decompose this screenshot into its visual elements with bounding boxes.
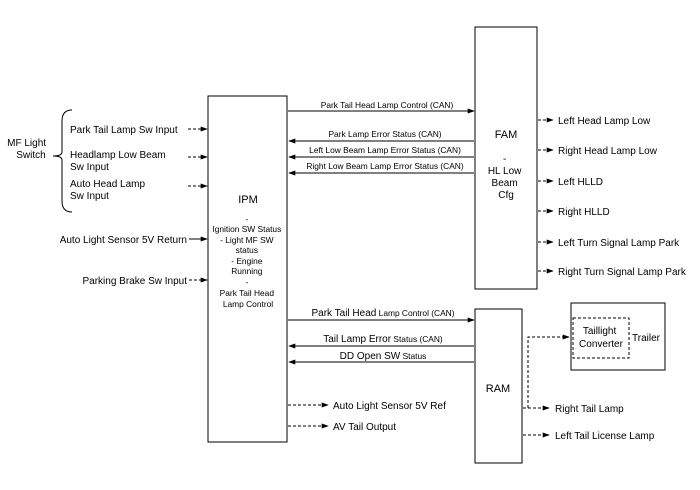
left-low-beam-error-label: Left Low Beam Lamp Error Status (CAN) xyxy=(309,145,461,155)
ipm-module: IPM - Ignition SW Status - Light MF SW s… xyxy=(60,95,446,443)
fam-notes: - HL Low Beam Cfg xyxy=(488,154,524,201)
auto-head-lamp-sw-input-label: Auto Head Lamp Sw Input xyxy=(70,179,148,202)
left-tail-license-lamp-label: Left Tail License Lamp xyxy=(555,431,655,442)
left-turn-signal-lamp-park-label: Left Turn Signal Lamp Park xyxy=(558,238,680,249)
ipm-notes: - Ignition SW Status - Light MF SW statu… xyxy=(212,214,283,309)
ipm-title: IPM xyxy=(238,194,258,206)
trailer-feed-arrow xyxy=(527,334,570,408)
right-head-lamp-low-label: Right Head Lamp Low xyxy=(558,146,658,157)
trailer-title: Trailer xyxy=(632,333,661,344)
right-hlld-label: Right HLLD xyxy=(558,207,610,218)
ipm-fam-signals: Park Tail Head Lamp Control (CAN) Park L… xyxy=(288,100,475,176)
auto-light-sensor-5v-ref-label: Auto Light Sensor 5V Ref xyxy=(333,401,446,412)
parking-brake-sw-input-label: Parking Brake Sw Input xyxy=(83,276,188,287)
park-lamp-error-label: Park Lamp Error Status (CAN) xyxy=(328,129,441,139)
ram-park-tail-control-label: Park Tail Head Lamp Control (CAN) xyxy=(311,308,454,319)
fam-park-tail-control-label: Park Tail Head Lamp Control (CAN) xyxy=(321,100,454,110)
dd-open-sw-status-label: DD Open SW Status xyxy=(340,351,427,362)
taillight-converter-box xyxy=(572,317,630,359)
ipm-box xyxy=(207,95,288,443)
ipm-ram-signals: Park Tail Head Lamp Control (CAN) Tail L… xyxy=(288,308,475,365)
fam-title: FAM xyxy=(495,129,518,141)
right-tail-lamp-label: Right Tail Lamp xyxy=(555,404,624,415)
park-tail-lamp-sw-input-label: Park Tail Lamp Sw Input xyxy=(70,125,178,136)
right-low-beam-error-label: Right Low Beam Lamp Error Status (CAN) xyxy=(306,161,464,171)
auto-light-sensor-5v-return-label: Auto Light Sensor 5V Return xyxy=(60,235,187,246)
ram-title: RAM xyxy=(486,383,510,395)
right-turn-signal-lamp-park-label: Right Turn Signal Lamp Park xyxy=(558,267,687,278)
ram-box xyxy=(474,308,523,464)
mf-light-switch-label: MF Light Switch xyxy=(7,138,49,161)
fam-module: FAM - HL Low Beam Cfg Left Head Lamp Low… xyxy=(474,26,687,290)
taillight-converter-label: Taillight Converter xyxy=(579,326,624,350)
left-hlld-label: Left HLLD xyxy=(558,177,603,188)
switch-brace xyxy=(52,109,73,213)
left-head-lamp-low-label: Left Head Lamp Low xyxy=(558,116,651,127)
tail-lamp-error-label: Tail Lamp Error Status (CAN) xyxy=(323,334,443,345)
trailer-module: Taillight Converter Trailer xyxy=(570,302,666,371)
av-tail-output-label: AV Tail Output xyxy=(333,422,396,433)
fam-box xyxy=(474,26,538,290)
mf-light-switch-group: MF Light Switch Park Tail Lamp Sw Input … xyxy=(7,109,208,213)
ram-module: RAM Right Tail Lamp Left Tail License La… xyxy=(474,308,655,464)
headlamp-low-beam-sw-input-label: Headlamp Low Beam Sw Input xyxy=(70,150,168,173)
